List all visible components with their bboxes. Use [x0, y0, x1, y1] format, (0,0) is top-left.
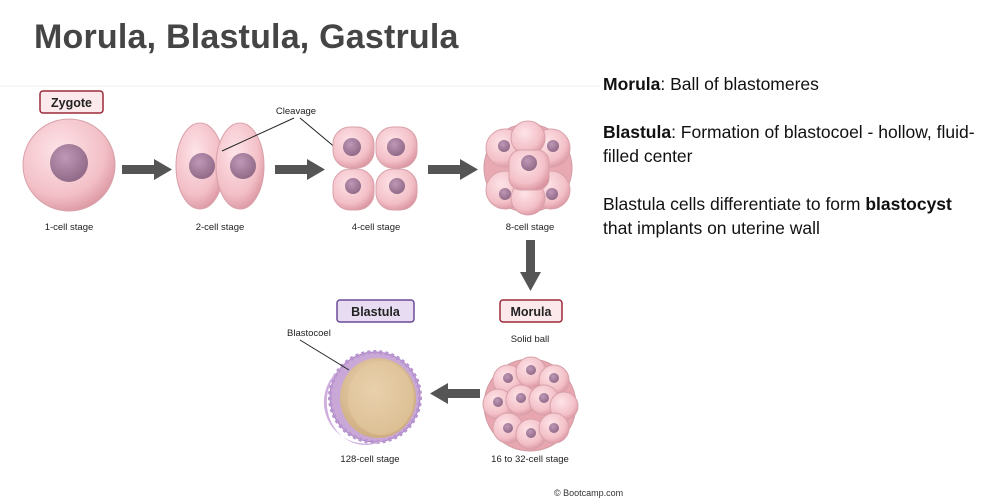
stage-label-128-cell: 128-cell stage: [340, 454, 399, 465]
zygote-label: Zygote: [39, 90, 104, 114]
cleavage-pointer-left: [221, 117, 295, 152]
morula-label: Morula: [499, 299, 563, 323]
blastocoel-pointer: [299, 339, 350, 371]
morula-definition: Morula: Ball of blastomeres: [603, 72, 983, 96]
blastula-definition: Blastula: Formation of blastocoel - holl…: [603, 120, 983, 168]
morula-term: Morula: [603, 74, 661, 94]
definitions-panel: Morula: Ball of blastomeres Blastula: Fo…: [603, 72, 983, 264]
four-cell-stage: [332, 126, 418, 211]
implant-text: that implants on uterine wall: [603, 218, 820, 238]
eight-cell-stage: [483, 120, 573, 216]
svg-text:Blastula: Blastula: [351, 305, 401, 319]
stage-label-16-32-cell: 16 to 32-cell stage: [491, 454, 569, 465]
blastocyst-term: blastocyst: [865, 194, 952, 214]
solid-ball-label: Solid ball: [511, 334, 550, 345]
one-cell-stage: [22, 118, 116, 212]
blastocoel-label: Blastocoel: [287, 328, 331, 339]
blastula-label: Blastula: [336, 299, 415, 323]
arrow-down-icon: [520, 240, 541, 291]
blastula: [323, 350, 422, 446]
morula-cell-cluster: [482, 356, 579, 452]
arrow-right-icon: [122, 159, 172, 180]
stage-label-2-cell: 2-cell stage: [196, 222, 245, 233]
stage-label-1-cell: 1-cell stage: [45, 222, 94, 233]
morula-def-text: : Ball of blastomeres: [660, 74, 819, 94]
arrow-right-icon: [275, 159, 325, 180]
arrow-right-icon: [428, 159, 478, 180]
stage-label-4-cell: 4-cell stage: [352, 222, 401, 233]
cells-text: Blastula cells differentiate to form: [603, 194, 866, 214]
svg-text:Zygote: Zygote: [51, 96, 92, 110]
blastula-def-text: : Formation of blastocoel - hollow, flui…: [603, 122, 975, 166]
slide-title: Morula, Blastula, Gastrula: [34, 18, 459, 56]
arrow-left-icon: [430, 383, 480, 404]
cleavage-label: Cleavage: [276, 106, 316, 117]
blastocyst-definition: Blastula cells differentiate to form bla…: [603, 192, 983, 240]
copyright-notice: © Bootcamp.com: [554, 488, 624, 498]
svg-text:Morula: Morula: [511, 305, 553, 319]
two-cell-stage: [175, 122, 265, 210]
blastula-term: Blastula: [603, 122, 672, 142]
stage-label-8-cell: 8-cell stage: [506, 222, 555, 233]
